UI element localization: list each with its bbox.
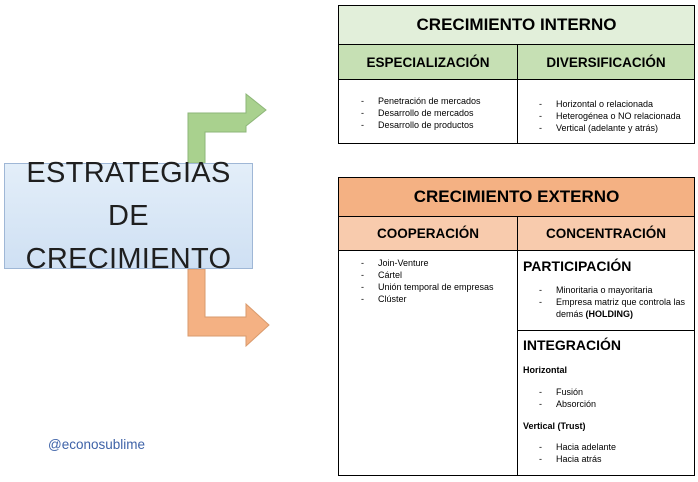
list-item: Empresa matriz que controla las demás (H… — [539, 296, 694, 320]
holding-label: (HOLDING) — [585, 309, 634, 319]
horizontal-label: Horizontal — [523, 365, 567, 375]
vertical-list: Hacia adelante Hacia atrás — [539, 441, 689, 465]
list-item: Cártel — [361, 269, 511, 281]
integracion-title: INTEGRACIÓN — [523, 337, 621, 353]
list-item: Hacia atrás — [539, 453, 689, 465]
list-item: Horizontal o relacionada — [539, 98, 694, 110]
green-arrow-icon — [187, 92, 267, 164]
twitter-handle: @econosublime — [48, 437, 146, 452]
list-item: Fusión — [539, 386, 689, 398]
orange-arrow-icon — [187, 268, 270, 348]
list-item: Join-Venture — [361, 257, 511, 269]
main-title-line2: CRECIMIENTO — [25, 242, 232, 275]
list-item: Unión temporal de empresas — [361, 281, 511, 293]
list-item: Heterogénea o NO relacionada — [539, 110, 694, 122]
internal-growth-table: CRECIMIENTO INTERNO ESPECIALIZACIÓN DIVE… — [338, 5, 695, 144]
internal-col2-header: DIVERSIFICACIÓN — [518, 45, 694, 79]
list-item: Minoritaria o mayoritaria — [539, 284, 694, 296]
list-item: Absorción — [539, 398, 689, 410]
vertical-label: Vertical (Trust) — [523, 421, 586, 431]
participacion-list: Minoritaria o mayoritaria Empresa matriz… — [539, 284, 694, 320]
main-title-line1: ESTRATEGIAS DE — [26, 156, 231, 232]
holding-text: Empresa matriz que controla las demás — [556, 297, 686, 319]
list-item: Vertical (adelante y atrás) — [539, 122, 694, 134]
internal-col1-list: Penetración de mercados Desarrollo de me… — [361, 95, 511, 131]
external-growth-table: CRECIMIENTO EXTERNO COOPERACIÓN CONCENTR… — [338, 177, 695, 476]
internal-col1-header: ESPECIALIZACIÓN — [339, 45, 517, 79]
main-strategy-box: ESTRATEGIAS DE CRECIMIENTO — [4, 157, 253, 275]
list-item: Clúster — [361, 293, 511, 305]
list-item: Desarrollo de productos — [361, 119, 511, 131]
external-title: CRECIMIENTO EXTERNO — [339, 178, 694, 216]
list-item: Desarrollo de mercados — [361, 107, 511, 119]
list-item: Penetración de mercados — [361, 95, 511, 107]
external-col2-header: CONCENTRACIÓN — [518, 217, 694, 250]
horizontal-list: Fusión Absorción — [539, 386, 689, 410]
external-col1-list: Join-Venture Cártel Unión temporal de em… — [361, 257, 511, 305]
participacion-title: PARTICIPACIÓN — [523, 258, 632, 274]
external-col1-header: COOPERACIÓN — [339, 217, 517, 250]
list-item: Hacia adelante — [539, 441, 689, 453]
internal-title: CRECIMIENTO INTERNO — [339, 6, 694, 44]
internal-col2-list: Horizontal o relacionada Heterogénea o N… — [539, 98, 694, 134]
